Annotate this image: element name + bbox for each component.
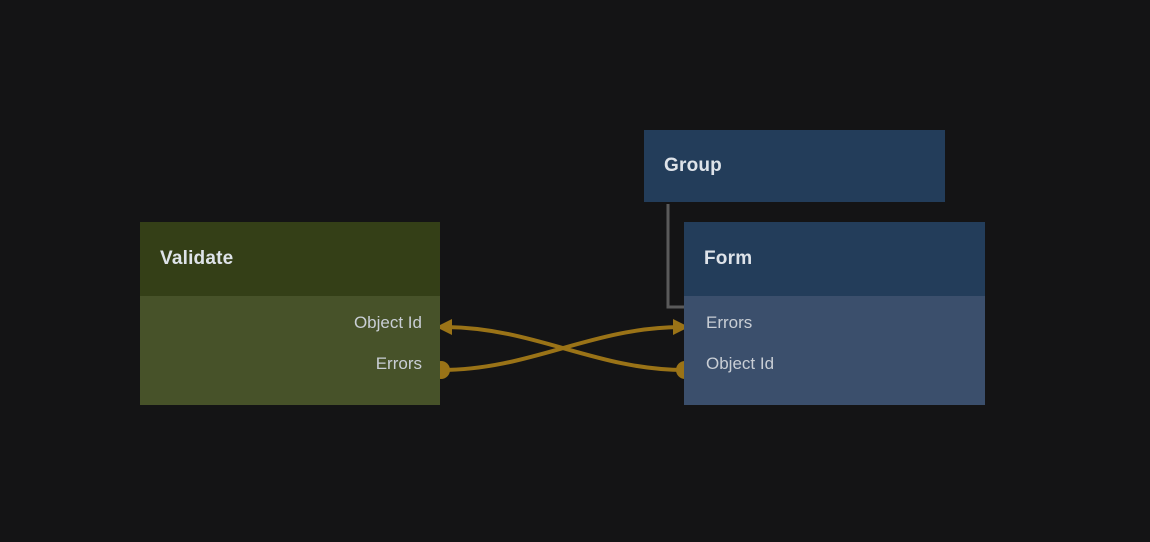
port-form-errors-label: Errors	[706, 313, 753, 332]
node-form[interactable]: Form Errors Object Id	[684, 222, 985, 405]
port-form-object-id[interactable]: Object Id	[684, 353, 774, 375]
node-form-body: Errors Object Id	[684, 296, 985, 405]
edge-validate-errors-to-form-errors	[432, 319, 689, 379]
port-validate-object-id[interactable]: Object Id	[354, 312, 440, 334]
node-validate[interactable]: Validate Object Id Errors	[140, 222, 440, 405]
port-form-object-id-label: Object Id	[706, 354, 775, 373]
port-validate-errors-label: Errors	[375, 354, 422, 373]
node-form-title: Form	[684, 222, 985, 296]
bracket-path	[666, 204, 684, 309]
node-validate-body: Object Id Errors	[140, 296, 440, 405]
node-group[interactable]: Group	[644, 130, 945, 202]
node-group-title: Group	[644, 130, 945, 202]
port-validate-errors[interactable]: Errors	[376, 353, 440, 375]
node-validate-title: Validate	[140, 222, 440, 296]
port-form-errors[interactable]: Errors	[684, 312, 752, 334]
port-validate-object-id-label: Object Id	[353, 313, 422, 332]
edge-form-objectid-to-validate-objectid	[436, 319, 694, 379]
